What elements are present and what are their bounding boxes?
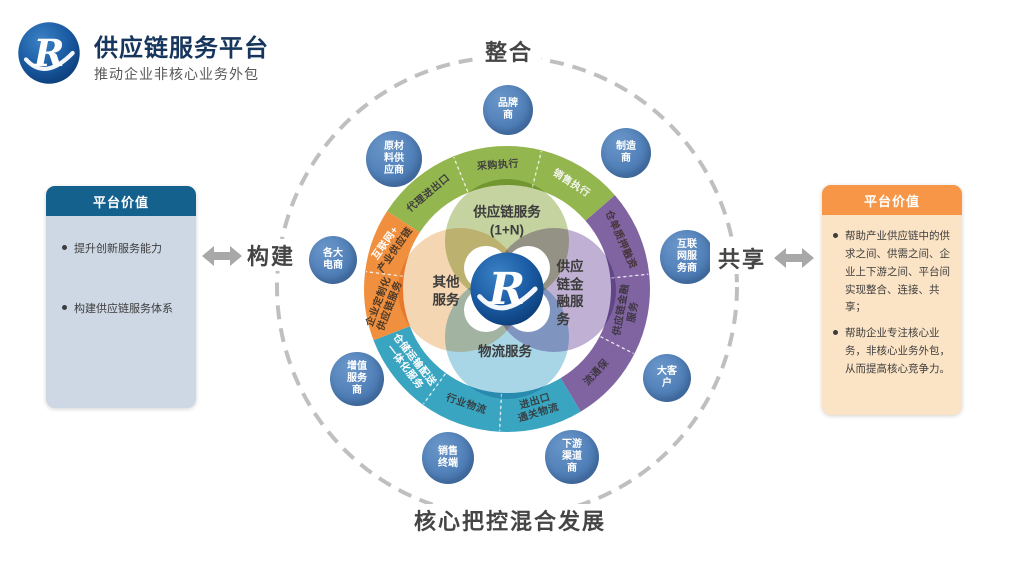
left-value-panel: 平台价值 提升创新服务能力构建供应链服务体系 [46, 186, 196, 408]
ring-segment [585, 195, 650, 279]
caption-integration: 整合 [476, 35, 542, 67]
segment-divider [453, 157, 469, 192]
bullet-dot [833, 233, 838, 238]
panel-bullet-item: 帮助产业供应链中的供求之间、供需之间、企业上下游之间、平台间实现整合、连接、共享… [833, 228, 951, 317]
bullet-dot [833, 330, 838, 336]
left-panel-title: 平台价值 [46, 186, 196, 216]
satellite-label: 增值服务商 [347, 361, 367, 396]
caption-share: 共享 [709, 242, 775, 274]
satellite-circle: 制造商 [601, 128, 651, 178]
segment-divider [531, 151, 543, 188]
ring-segment [373, 326, 446, 405]
ring-segment [387, 156, 468, 233]
satellite-label: 品牌商 [498, 98, 518, 121]
panel-bullet-item: 提升创新服务能力 [62, 240, 182, 256]
right-panel-body: 帮助产业供应链中的供求之间、供需之间、企业上下游之间、平台间实现整合、连接、共享… [822, 215, 962, 379]
satellite-circle: 互联网服务商 [660, 230, 714, 284]
ring-segment [532, 150, 615, 221]
segment-divider [422, 373, 446, 405]
double-arrow-icon [774, 248, 814, 268]
bullet-text: 提升创新服务能力 [74, 243, 162, 255]
satellite-label: 互联网服务商 [677, 239, 697, 274]
satellite-circle: 原材料供应商 [366, 131, 422, 187]
satellite-circle: 增值服务商 [330, 352, 384, 406]
venn-label: 其他 服务 [432, 274, 460, 307]
bullet-text: 帮助企业专注核心业务，非核心业务外包，从而提高核心竞争力。 [845, 327, 950, 375]
satellite-label: 原材料供应商 [384, 141, 404, 176]
bullet-text: 构建供应链服务体系 [74, 303, 173, 315]
satellite-circle: 销售终端 [422, 432, 474, 484]
ring-segment [560, 336, 635, 412]
logo-icon: R [470, 252, 544, 326]
segment-divider [611, 273, 649, 279]
venn-label: 供应 链金 融服 务 [556, 258, 584, 327]
logo-icon: R [18, 22, 80, 84]
page-title: 供应链服务平台 [94, 35, 269, 62]
ring-segment [422, 373, 502, 432]
satellite-circle: 下游渠道商 [545, 430, 599, 484]
right-value-panel: 平台价值 帮助产业供应链中的供求之间、供需之间、企业上下游之间、平台间实现整合、… [822, 185, 962, 415]
page-subtitle: 推动企业非核心业务外包 [94, 66, 259, 82]
right-panel-title: 平台价值 [822, 185, 962, 215]
bullet-text: 帮助产业供应链中的供求之间、供需之间、企业上下游之间、平台间实现整合、连接、共享… [845, 230, 950, 314]
panel-bullet-item: 帮助企业专注核心业务，非核心业务外包，从而提高核心竞争力。 [833, 325, 951, 379]
satellite-label: 销售终端 [438, 446, 458, 469]
segment-divider [600, 336, 634, 355]
venn-label: 物流服务 [478, 344, 532, 360]
satellite-label: 制造商 [616, 141, 636, 164]
panel-bullet-item: 构建供应链服务体系 [62, 300, 182, 316]
satellite-circle: 大客户 [643, 354, 691, 402]
bullet-dot [62, 305, 67, 310]
caption-build: 构建 [238, 239, 304, 271]
satellite-label: 大客户 [657, 366, 677, 389]
ring-segment [499, 378, 581, 433]
bullet-dot [62, 245, 67, 250]
center-logo: R [469, 251, 545, 332]
segment-divider [498, 393, 503, 431]
satellite-label: 下游渠道商 [562, 439, 582, 474]
satellite-circle: 各大电商 [309, 236, 357, 284]
caption-core-control: 核心把控混合发展 [405, 504, 615, 536]
satellite-circle: 品牌商 [483, 85, 533, 135]
venn-label: 供应链服务 (1+N) [473, 204, 541, 237]
satellite-label: 各大电商 [323, 248, 343, 271]
segment-divider [366, 271, 403, 277]
double-arrow-icon [202, 246, 242, 266]
left-panel-body: 提升创新服务能力构建供应链服务体系 [46, 216, 196, 316]
brand-logo: R [17, 21, 81, 90]
